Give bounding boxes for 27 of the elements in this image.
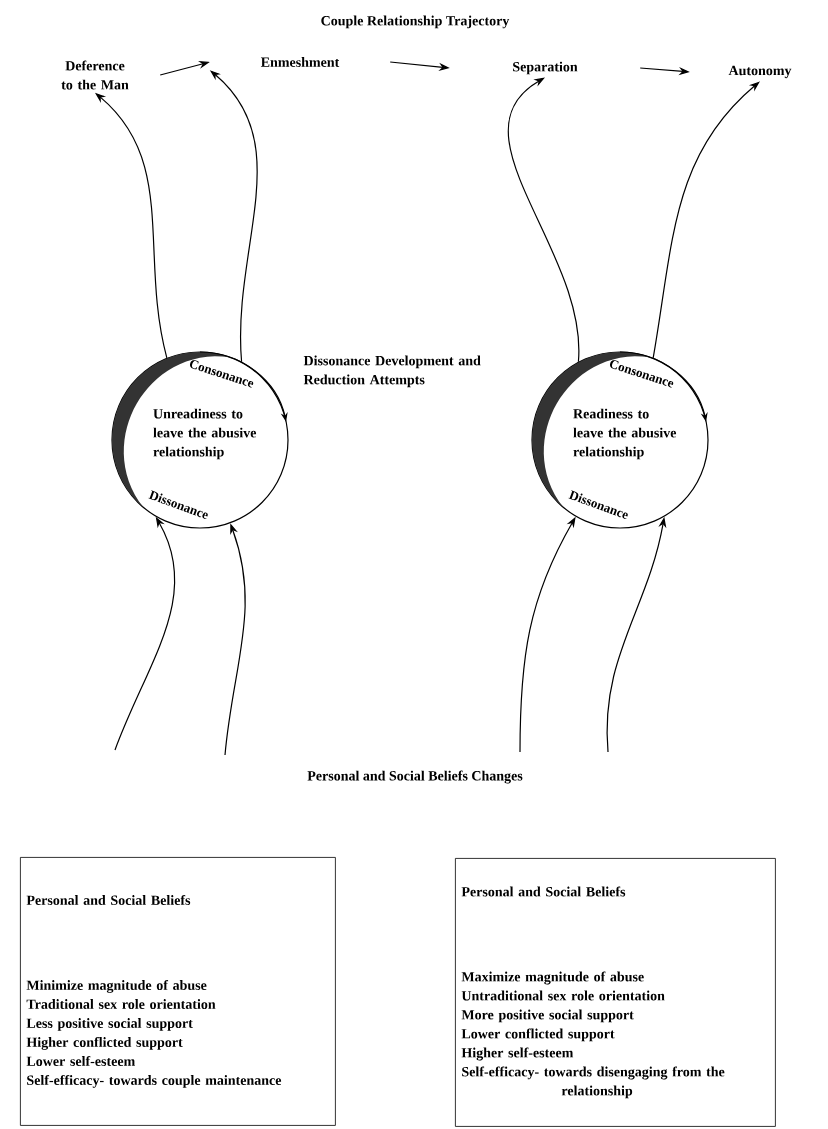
stage-label: Enmeshment [260, 57, 340, 67]
belief-item: Traditional sex role orientation [26, 999, 216, 1009]
title: Couple Relationship Trajectory [321, 15, 510, 29]
belief-item: Untraditional sex role orientation [461, 990, 665, 1001]
belief-item: Higher conflicted support [26, 1036, 183, 1050]
circle-text: Readiness to leave the abusive relationship [573, 408, 677, 460]
stage-label: Deference to the Man [61, 60, 129, 90]
stage-label: Separation [513, 61, 578, 75]
belief-item: Self-efficacy- towards couple maintenance [27, 1074, 282, 1088]
box-heading: Personal and Social Beliefs [26, 894, 191, 905]
stage-label: Autonomy [728, 65, 792, 79]
belief-item: More positive social support [461, 1009, 634, 1023]
beliefs-box [20, 857, 336, 1126]
arrow [507, 77, 579, 363]
belief-item: Lower conflicted support [461, 1028, 615, 1042]
box-heading: Personal and Social Beliefs [461, 886, 626, 897]
beliefs-box [455, 858, 776, 1127]
belief-item: Maximize magnitude of abuse [461, 971, 644, 985]
belief-item: Higher self-esteem [461, 1047, 574, 1061]
arrow [652, 81, 760, 359]
belief-item: Less positive social support [26, 1018, 193, 1031]
section-label: Personal and Social Beliefs Changes [307, 770, 523, 784]
section-label: Dissonance Development and Reduction Attempts [303, 355, 481, 388]
belief-item: Self-efficacy- towards disengaging from the relationship [462, 1066, 725, 1099]
belief-item: Lower self-esteem [26, 1055, 135, 1066]
belief-item: Minimize magnitude of abuse [26, 979, 207, 993]
circle-text: Unreadiness to leave the abusive relationship [153, 408, 257, 460]
